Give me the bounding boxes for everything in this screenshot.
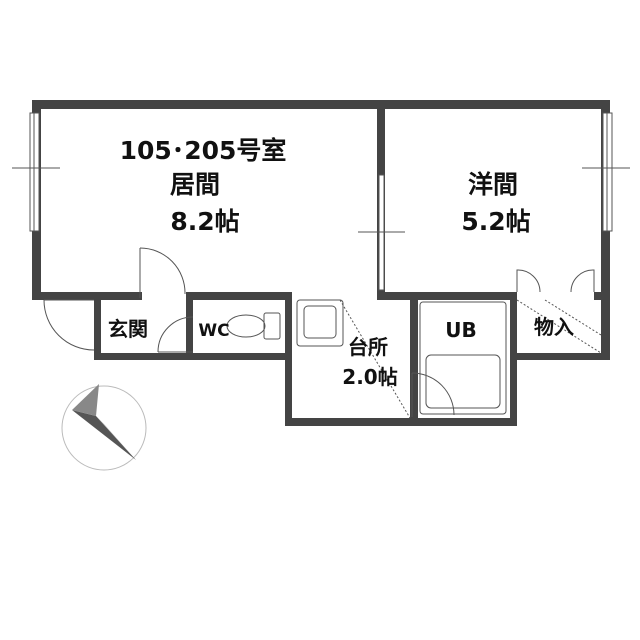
doors xyxy=(43,174,595,417)
kitchen-size: 2.0帖 xyxy=(342,365,397,389)
entrance-name: 玄関 xyxy=(108,317,148,341)
compass-icon xyxy=(61,384,147,471)
kitchen-name: 台所 xyxy=(348,335,388,359)
living-name: 居間 xyxy=(170,170,220,199)
toilet-name: WC xyxy=(198,321,229,341)
windows xyxy=(12,112,630,232)
living-size: 8.2帖 xyxy=(170,207,239,236)
unit-title: 105･205号室 xyxy=(120,136,287,165)
storage-name: 物入 xyxy=(534,315,574,339)
bath-name: UB xyxy=(445,318,476,342)
toilet-icon xyxy=(226,312,281,340)
bathtub-icon xyxy=(419,301,507,415)
western-size: 5.2帖 xyxy=(461,207,530,236)
room-labels: 105･205号室 居間 8.2帖 洋間 5.2帖 台所 2.0帖 玄関 WC … xyxy=(108,136,574,389)
fixtures xyxy=(226,299,602,419)
sink-icon xyxy=(296,299,344,347)
western-name: 洋間 xyxy=(468,170,518,199)
